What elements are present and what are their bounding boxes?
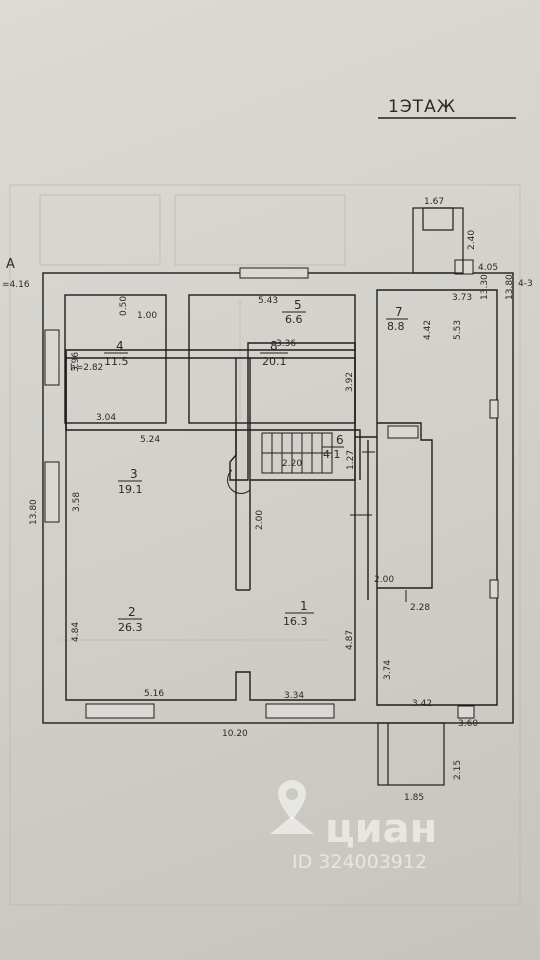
dim-2-20: 2.20 <box>282 459 302 469</box>
window-corridor-2 <box>489 579 499 599</box>
staircase <box>227 432 333 494</box>
dim-3-04: 3.04 <box>96 413 116 423</box>
dim-5-16: 5.16 <box>144 689 164 699</box>
room-labels: 1 16.3 2 26.3 3 19.1 4 11.5 5 6.6 6 4.1 … <box>104 298 408 634</box>
right-axis-dim: 4-3 <box>518 279 533 289</box>
floor-title: 1ЭТАЖ <box>388 97 456 117</box>
window-room-2 <box>85 703 155 719</box>
window-room-3 <box>44 461 60 523</box>
room-7-wall <box>377 422 433 589</box>
walls <box>42 272 514 724</box>
room-8-number: 8 <box>270 339 278 353</box>
room-7-area: 8.8 <box>387 320 405 333</box>
room-8-area: 20.1 <box>262 355 287 368</box>
axis-mark: A <box>6 257 15 272</box>
windows <box>44 259 499 719</box>
dim-13-30: 13.30 <box>480 274 490 300</box>
room-1-area: 16.3 <box>283 615 308 628</box>
dim-2-00-a: 2.00 <box>255 510 265 530</box>
dim-13-80-left: 13.80 <box>29 499 39 525</box>
dim-3-92: 3.92 <box>345 372 355 392</box>
dim-0-50: 0.50 <box>119 296 129 316</box>
watermark-id: ID 324003912 <box>292 851 427 873</box>
room-6-number: 6 <box>336 433 344 447</box>
dim-5-53: 5.53 <box>453 320 463 340</box>
window-room-8 <box>239 267 309 279</box>
room-4-number: 4 <box>116 339 124 353</box>
dim-2-00-b: 2.00 <box>374 575 394 585</box>
dim-3-96: 3.96 <box>71 352 81 372</box>
dim-3-73: 3.73 <box>452 293 472 303</box>
dim-4-87: 4.87 <box>345 630 355 650</box>
room-1-2-wall <box>65 357 356 701</box>
dim-1-67: 1.67 <box>424 197 444 207</box>
room-1-number: 1 <box>300 599 308 613</box>
dim-4-42: 4.42 <box>423 320 433 340</box>
window-room-4 <box>44 329 60 386</box>
dim-1-85: 1.85 <box>404 793 424 803</box>
door-marks <box>350 451 407 602</box>
dim-5-24: 5.24 <box>140 435 160 445</box>
dim-3-34: 3.34 <box>284 691 304 701</box>
room-2-area: 26.3 <box>118 621 143 634</box>
room-7-number: 7 <box>395 305 403 319</box>
dim-1-27: 1.27 <box>346 450 356 470</box>
porch-bottom <box>377 722 445 786</box>
watermark-brand: циан <box>325 806 437 852</box>
window-room-7 <box>387 425 419 439</box>
room-5-area: 6.6 <box>285 313 303 326</box>
watermark: циан ID 324003912 <box>270 780 437 873</box>
dim-13-80-right: 13.80 <box>505 274 515 300</box>
paper-bleed-through <box>9 184 521 906</box>
dim-2-40: 2.40 <box>467 230 477 250</box>
dim-3-42: 3.42 <box>412 699 432 709</box>
window-corridor-1 <box>489 399 499 419</box>
dim-h-2-82: h=2.82 <box>70 363 103 373</box>
dim-4-05: 4.05 <box>478 263 498 273</box>
room-5-number: 5 <box>294 298 302 312</box>
dimension-labels: 1.67 2.40 4.05 3.73 5.43 0.50 1.00 3.96 … <box>29 197 515 803</box>
window-corridor-top <box>454 259 474 275</box>
room-2-number: 2 <box>128 605 136 619</box>
dim-3-58: 3.58 <box>72 492 82 512</box>
dim-3-60: 3.60 <box>458 719 478 729</box>
dim-3-36: 3.36 <box>276 339 296 349</box>
room-4-area: 11.5 <box>104 355 129 368</box>
room-3-area: 19.1 <box>118 483 143 496</box>
room-4-wall <box>64 294 167 424</box>
room-6-area: 4.1 <box>323 448 341 461</box>
dim-1-00: 1.00 <box>137 311 157 321</box>
dim-2-28: 2.28 <box>410 603 430 613</box>
dim-10-20: 10.20 <box>222 729 248 739</box>
map-pin-icon <box>270 780 314 834</box>
corridor-wall <box>376 289 498 706</box>
dim-3-74: 3.74 <box>383 660 393 680</box>
dim-4-84: 4.84 <box>71 622 81 642</box>
window-corridor-3 <box>457 705 475 719</box>
axis-dim: =4.16 <box>2 280 30 290</box>
room-3-number: 3 <box>130 467 138 481</box>
porches <box>377 207 464 786</box>
dim-2-15: 2.15 <box>453 760 463 780</box>
dim-5-43: 5.43 <box>258 296 278 306</box>
window-room-1 <box>265 703 335 719</box>
